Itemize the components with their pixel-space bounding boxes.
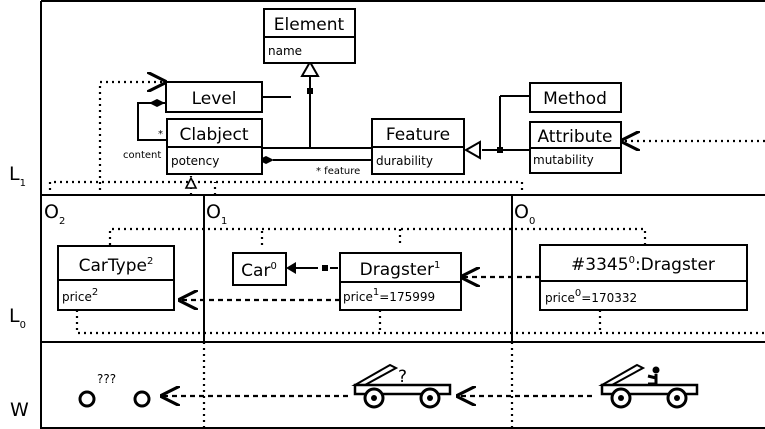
class-cartype-title: CarType2 [79, 256, 154, 276]
class-dragster-title: Dragster1 [360, 260, 441, 280]
class-feature[interactable]: Feature durability [371, 118, 465, 175]
level-label-l0: L0 [9, 305, 26, 331]
object-3345-dragster[interactable]: #33450:Dragster price0=170332 [539, 244, 748, 311]
class-clabject-title: Clabject [180, 125, 249, 145]
unknown-car-wheels-icon [78, 390, 151, 408]
object-3345-attr: price0=170332 [545, 288, 637, 305]
class-cartype-attr: price2 [62, 287, 98, 304]
class-attribute-title: Attribute [537, 127, 612, 147]
class-feature-title: Feature [386, 125, 450, 145]
class-feature-attr: durability [376, 154, 433, 168]
class-car-title: Car0 [241, 261, 277, 281]
unknown-label: ??? [97, 372, 116, 386]
class-dragster[interactable]: Dragster1 price1=175999 [339, 252, 462, 311]
class-clabject-attr: potency [171, 154, 219, 168]
class-dragster-attr: price1=175999 [343, 287, 435, 304]
question-mark-label: ? [398, 367, 407, 387]
car-without-driver-icon [351, 363, 452, 409]
metamodel-relations [48, 59, 765, 195]
class-method-title: Method [543, 89, 607, 109]
model-relations [75, 227, 765, 335]
class-car[interactable]: Car0 [232, 252, 287, 286]
class-element-title: Element [274, 15, 345, 35]
class-cartype[interactable]: CarType2 price2 [57, 245, 175, 311]
class-level-title: Level [192, 89, 237, 109]
world-relations [162, 342, 592, 428]
class-attribute[interactable]: Attribute mutability [529, 121, 622, 174]
ontology-label-o0: O0 [514, 201, 535, 227]
ontology-label-o1: O1 [206, 201, 227, 227]
car-with-driver-icon [598, 363, 699, 409]
class-clabject[interactable]: Clabject potency [166, 118, 263, 175]
feature-role-label: * feature [316, 166, 360, 177]
object-3345-title: #33450:Dragster [571, 255, 715, 275]
class-level[interactable]: Level [165, 81, 263, 113]
ontology-label-o2: O2 [44, 201, 65, 227]
level-label-l1: L1 [9, 163, 26, 189]
class-attribute-attr: mutability [533, 153, 594, 167]
level-frame [40, 0, 765, 429]
content-multiplicity: * [158, 129, 163, 140]
content-role-label: content [123, 150, 161, 161]
class-method[interactable]: Method [529, 82, 622, 113]
class-element[interactable]: Element name [263, 8, 356, 64]
level-label-w: W [10, 399, 29, 421]
class-element-attr: name [268, 44, 302, 58]
